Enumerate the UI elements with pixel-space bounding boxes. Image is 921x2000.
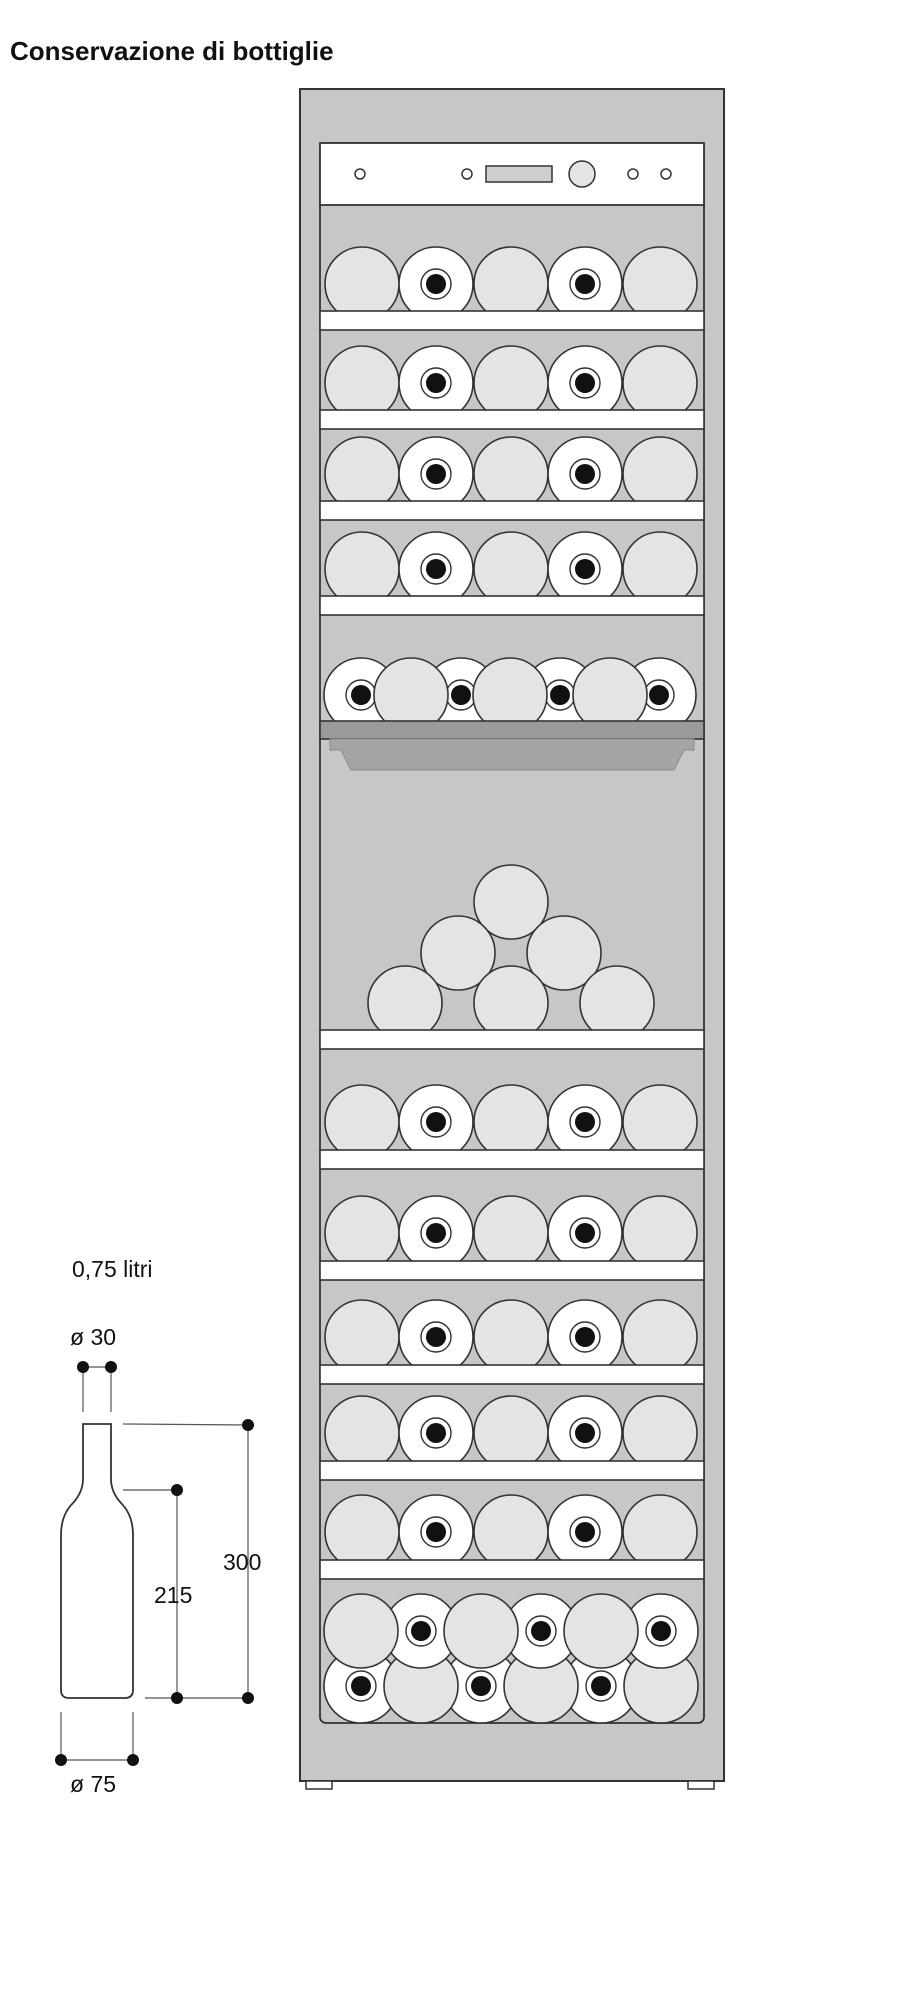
bottle-side [324, 1395, 400, 1471]
bottle-side [622, 531, 698, 607]
bottle-side [473, 965, 549, 1041]
bottle-side [473, 531, 549, 607]
panel-knob [568, 160, 596, 188]
bottle-side [323, 1593, 399, 1669]
body-diameter-label: ø 75 [70, 1771, 116, 1797]
bottle-neck [451, 685, 471, 705]
bottle-side [526, 915, 602, 991]
bottle-side [473, 1494, 549, 1570]
bottle-neck [651, 1621, 671, 1641]
shoulder-height-label: 215 [154, 1582, 192, 1608]
bottle-neck [426, 1327, 446, 1347]
panel-indicator-1 [354, 168, 366, 180]
panel-indicator-3 [627, 168, 639, 180]
bottle-neck [575, 1522, 595, 1542]
bottle-side [473, 345, 549, 421]
tray-support [329, 738, 695, 771]
bottle-side [622, 1299, 698, 1375]
bottle-neck [575, 1112, 595, 1132]
bottle-side [622, 345, 698, 421]
bottle-side [367, 965, 443, 1041]
bottle-side [473, 1395, 549, 1471]
control-panel-icon [319, 142, 705, 206]
bottle-neck [575, 559, 595, 579]
bottle-neck [531, 1621, 551, 1641]
bottle-side [324, 1299, 400, 1375]
bottle-neck [351, 1676, 371, 1696]
cabinet-foot-right [687, 1780, 715, 1790]
bottle-neck [426, 1423, 446, 1443]
bottle-side [622, 436, 698, 512]
shelf [319, 1260, 705, 1281]
bottle-side [420, 915, 496, 991]
panel-indicator-4 [660, 168, 672, 180]
panel-indicator-2 [461, 168, 473, 180]
bottle-side [473, 864, 549, 940]
bottle-side [579, 965, 655, 1041]
bottle-outline [60, 1423, 134, 1699]
bottle-neck [426, 559, 446, 579]
bottle-neck [575, 373, 595, 393]
bottle-side [324, 531, 400, 607]
wine-bottle-icon [60, 1423, 134, 1699]
bottle-neck [575, 1223, 595, 1243]
shelf [319, 1029, 705, 1050]
page-title: Conservazione di bottiglie [10, 36, 334, 66]
bottle-neck [426, 373, 446, 393]
bottle-side [324, 436, 400, 512]
shelf [319, 409, 705, 430]
bottle-side [324, 345, 400, 421]
bottle-neck [426, 1223, 446, 1243]
bottle-neck [591, 1676, 611, 1696]
presentation-tray [319, 720, 705, 740]
shelf [319, 595, 705, 616]
bottle-side [324, 1494, 400, 1570]
bottle-neck [351, 685, 371, 705]
bottle-neck [575, 1327, 595, 1347]
bottle-neck [550, 685, 570, 705]
neck-diameter-label: ø 30 [70, 1324, 116, 1350]
bottle-neck [575, 464, 595, 484]
bottle-side [622, 1395, 698, 1471]
bottle-side [622, 1195, 698, 1271]
bottle-side [622, 1084, 698, 1160]
bottle-neck [471, 1676, 491, 1696]
bottle-side [473, 436, 549, 512]
shelf [319, 1364, 705, 1385]
bottle-side [473, 1084, 549, 1160]
bottle-neck [426, 1522, 446, 1542]
shelf [319, 500, 705, 521]
bottle-side [473, 246, 549, 322]
shelf [319, 1559, 705, 1580]
bottle-side [473, 1299, 549, 1375]
bottle-neck [426, 464, 446, 484]
volume-label: 0,75 litri [72, 1256, 153, 1282]
panel-display [485, 165, 553, 183]
shelf [319, 1460, 705, 1481]
bottle-side [324, 246, 400, 322]
bottle-side [473, 1195, 549, 1271]
bottle-neck [575, 1423, 595, 1443]
bottle-side [324, 1084, 400, 1160]
bottle-side [324, 1195, 400, 1271]
bottle-side [563, 1593, 639, 1669]
dimension-endpoints [55, 1361, 254, 1766]
bottle-neck [649, 685, 669, 705]
storage-racks [319, 246, 705, 1724]
bottle-side [622, 246, 698, 322]
bottle-side [443, 1593, 519, 1669]
bottle-side [622, 1494, 698, 1570]
bottle-neck [575, 274, 595, 294]
total-height-label: 300 [223, 1549, 261, 1575]
bottle-neck [426, 1112, 446, 1132]
bottle-neck [411, 1621, 431, 1641]
cabinet-foot-left [305, 1780, 333, 1790]
shelf [319, 310, 705, 331]
bottle-neck [426, 274, 446, 294]
shelf [319, 1149, 705, 1170]
